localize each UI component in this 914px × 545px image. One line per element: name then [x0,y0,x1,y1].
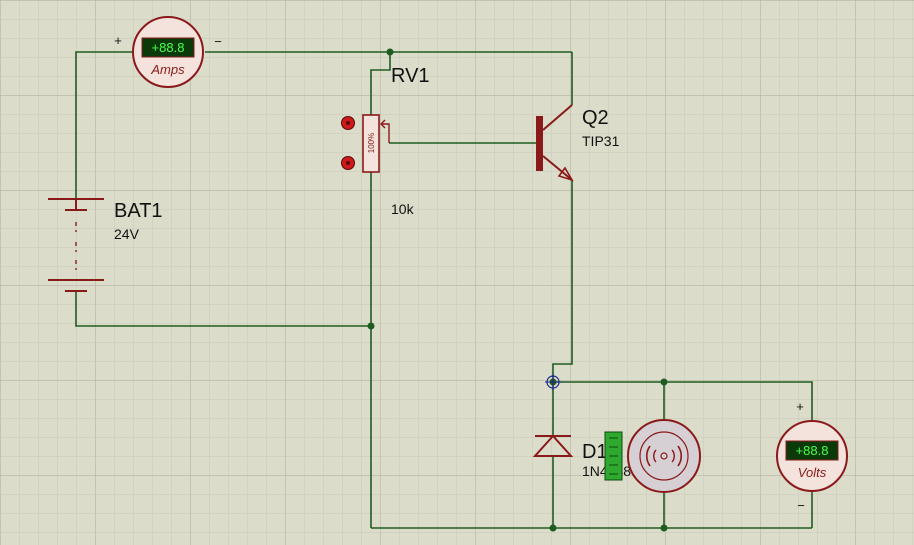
diode-name: D1 [582,441,608,463]
battery-name: BAT1 [114,200,163,222]
npn-transistor-icon [536,104,574,182]
transistor[interactable]: Q2 TIP31 [536,104,620,182]
voltmeter-plus-sign: + [796,399,804,414]
ammeter-reading: +88.8 [152,40,185,55]
ammeter[interactable]: +88.8 Amps + − [114,16,222,88]
voltmeter[interactable]: +88.8 Volts + − [776,399,848,513]
potentiometer-value: 10k [391,201,415,217]
voltmeter-reading: +88.8 [796,443,829,458]
battery[interactable]: BAT1 24V [48,198,163,292]
transistor-name: Q2 [582,107,609,129]
junction-dot [549,524,557,532]
battery-icon [48,198,104,292]
voltmeter-unit-label: Volts [798,465,827,480]
wire-output-rail [553,381,813,420]
voltmeter-minus-sign: − [797,498,805,513]
diode-icon [532,434,574,457]
ammeter-plus-sign: + [114,33,122,48]
wire-battery-bottom [75,292,371,327]
ammeter-unit-label: Amps [150,62,185,77]
potentiometer-name: RV1 [391,65,430,87]
potentiometer-increase-button[interactable] [341,116,355,130]
ammeter-minus-sign: − [214,34,222,49]
battery-value: 24V [114,226,140,242]
potentiometer-setting: 100% [367,133,376,153]
transistor-part: TIP31 [582,133,620,149]
dc-motor-icon [604,419,701,493]
selected-node-marker[interactable] [545,374,561,390]
junction-dot [386,48,394,56]
junction-dot [367,322,375,330]
potentiometer-decrease-button[interactable] [341,156,355,170]
wire-battery-to-ammeter [75,51,132,200]
junction-dot [660,524,668,532]
potentiometer-icon [362,114,390,173]
potentiometer[interactable]: RV1 100% 10k [341,65,430,217]
wire-rv1-top [370,52,391,115]
wire-emitter-to-output [552,180,573,382]
voltmeter-display [785,440,839,461]
ammeter-display [141,37,195,58]
motor[interactable] [604,419,701,493]
junction-dot [660,378,668,386]
